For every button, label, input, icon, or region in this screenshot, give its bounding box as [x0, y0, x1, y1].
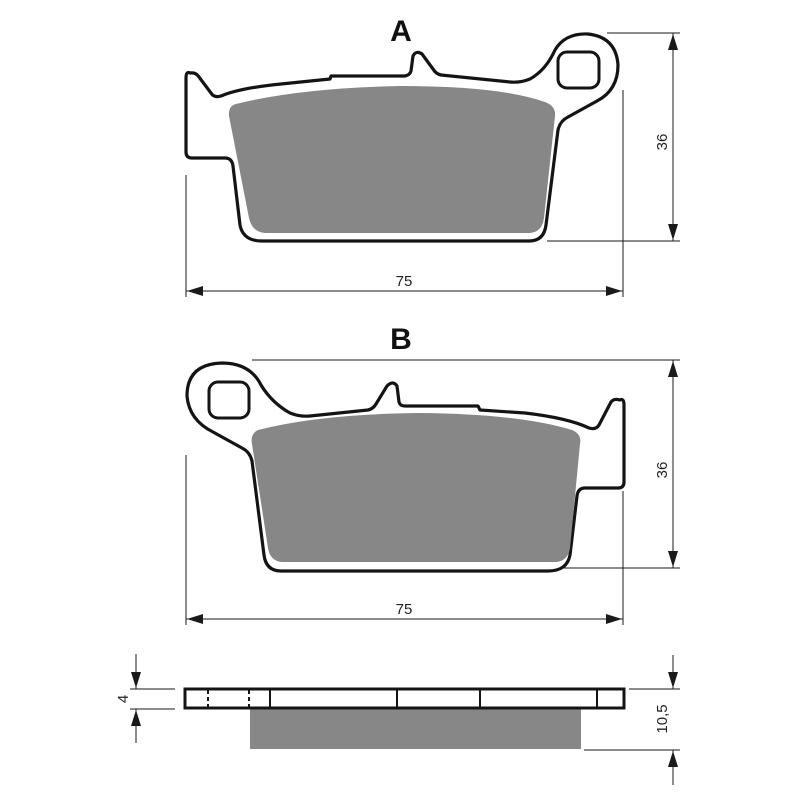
arrow-down-icon	[668, 551, 678, 567]
arrow-down-icon	[131, 672, 141, 688]
arrow-up-icon	[131, 710, 141, 726]
arrow-down-icon	[668, 224, 678, 240]
dim-4-value: 4	[115, 695, 132, 703]
arrow-left-icon	[187, 614, 203, 624]
dim-a-height-value: 36	[654, 134, 671, 151]
profile-friction-material	[250, 708, 581, 749]
dim-b-height-value: 36	[654, 462, 671, 479]
arrow-down-icon	[668, 672, 678, 688]
pad-view-a: A 36 75	[184, 15, 680, 297]
pad-view-b: B 36 75	[185, 323, 680, 625]
view-b-label: B	[390, 323, 412, 356]
dim-a-width-value: 75	[396, 273, 413, 290]
pad-a-friction-material	[228, 86, 556, 233]
view-a-label: A	[390, 15, 412, 48]
pad-b-friction-material	[251, 413, 581, 562]
dim-10-5-value: 10,5	[654, 704, 671, 733]
arrow-right-icon	[606, 614, 622, 624]
arrow-up-icon	[668, 361, 678, 377]
pad-b-mounting-hole	[207, 380, 251, 420]
arrow-up-icon	[668, 34, 678, 50]
arrow-left-icon	[187, 286, 203, 296]
pad-a-mounting-hole	[556, 50, 601, 90]
arrow-up-icon	[668, 751, 678, 767]
arrow-right-icon	[606, 286, 622, 296]
pad-profile-view: 4 10,5	[115, 654, 680, 785]
dim-b-width-value: 75	[396, 601, 413, 618]
profile-backplate	[183, 687, 626, 710]
